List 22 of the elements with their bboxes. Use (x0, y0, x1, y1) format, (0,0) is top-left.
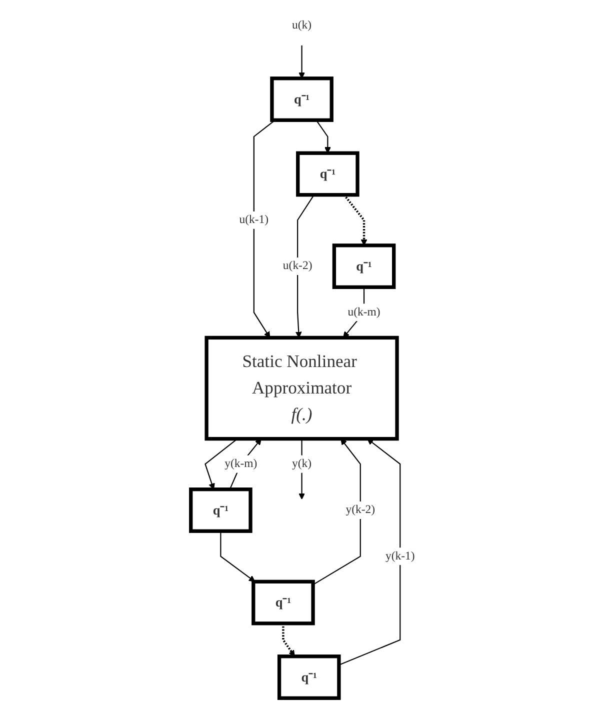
edge-label: y(k-2) (345, 504, 375, 516)
edge-label: u(k-2) (282, 260, 312, 272)
node-box: q⁻¹ (251, 580, 315, 626)
arrow (220, 531, 255, 582)
edge-label: y(k-m) (224, 457, 257, 470)
node-box: q⁻¹ (332, 244, 396, 289)
node-box: q⁻¹ (277, 654, 340, 700)
node-box: q⁻¹ (296, 151, 360, 197)
arrow (204, 438, 238, 490)
edge-label: y(k) (292, 457, 312, 470)
node-box: q⁻¹ (188, 488, 252, 533)
edge-label: y(k-1) (385, 550, 414, 562)
edge-label: u(k-m) (347, 306, 380, 318)
arrow (253, 120, 276, 338)
edge-label: u(k-1) (238, 214, 268, 226)
arrow (298, 438, 305, 500)
node-box: q⁻¹ (270, 76, 334, 122)
arrow (316, 120, 331, 154)
node-text: u(k) (292, 19, 312, 32)
node-box: Static Nonlinear Approximator f(.) (204, 336, 399, 441)
arrow (342, 194, 367, 246)
arrow (298, 45, 305, 79)
